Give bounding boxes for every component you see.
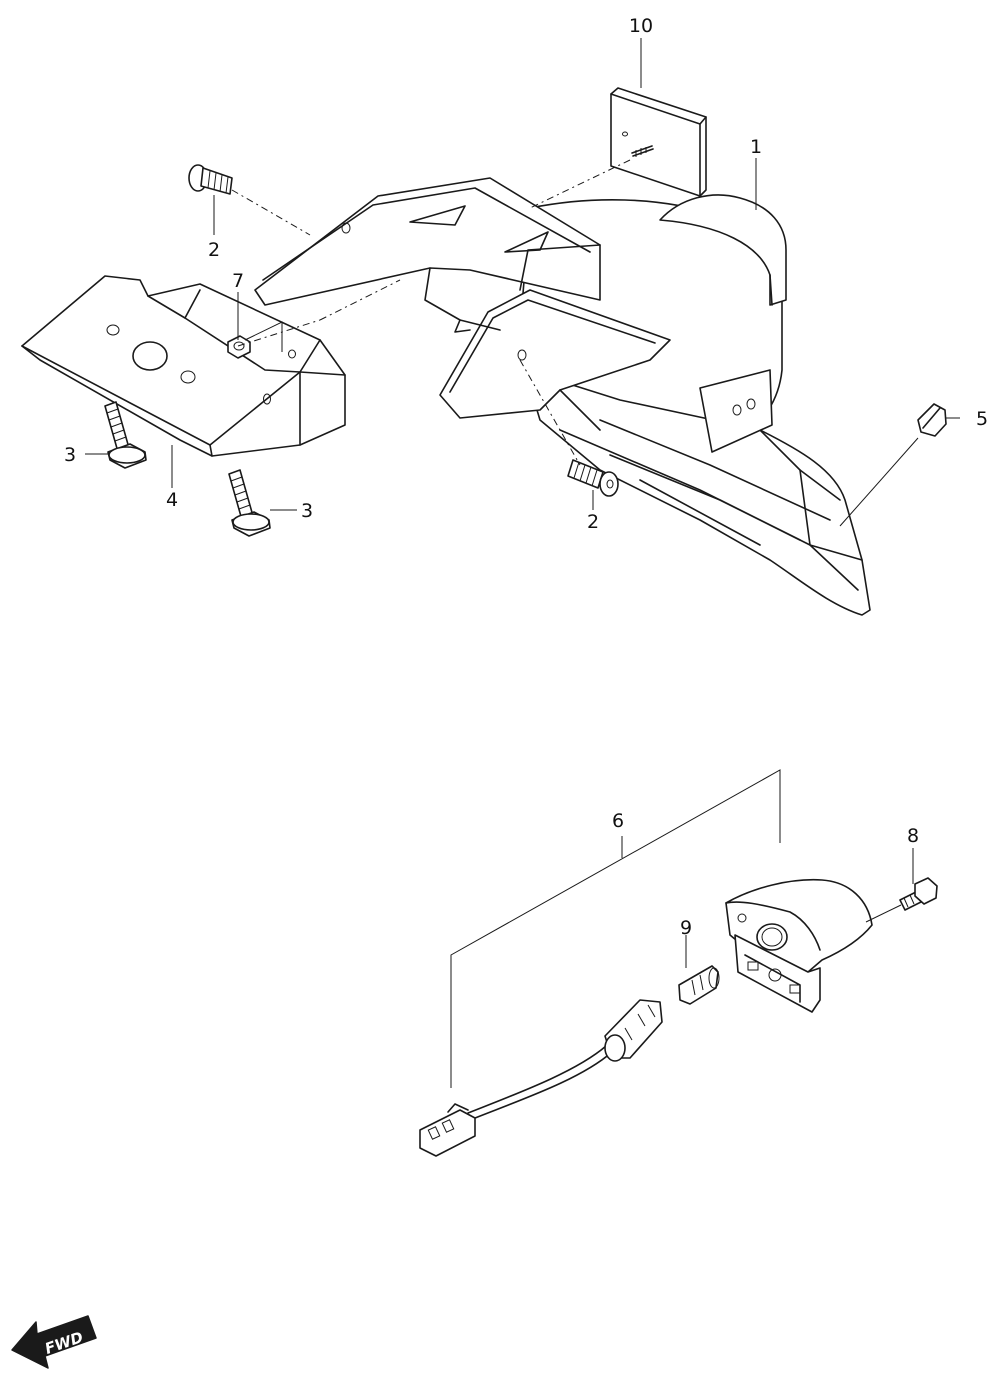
part-10-reflector [610, 87, 707, 197]
callout-1: 1 [750, 136, 762, 158]
fwd-direction-badge: FWD [11, 1315, 97, 1369]
part-3-bolt-left [104, 401, 147, 469]
callout-3-right: 3 [301, 500, 313, 522]
callout-5: 5 [976, 408, 988, 430]
callout-10: 10 [629, 15, 653, 37]
part-6-lamp-housing [725, 878, 873, 1013]
arrow-left-icon [11, 1315, 97, 1369]
part-2-screw-bottom [567, 459, 619, 497]
leader-lines [85, 38, 960, 1088]
callout-9: 9 [680, 917, 692, 939]
part-1-rear-fender [254, 177, 871, 616]
part-8-screw [899, 877, 938, 911]
callout-7: 7 [232, 270, 244, 292]
callout-2-top: 2 [208, 239, 220, 261]
part-5-cap [917, 403, 947, 437]
callout-8: 8 [907, 825, 919, 847]
part-9-bulb [678, 965, 720, 1005]
part-4-license-bracket [21, 275, 346, 457]
part-2-screw-top [188, 164, 233, 195]
callout-3-left: 3 [64, 444, 76, 466]
assembly-dash-lines [231, 159, 631, 466]
part-6-wire-harness [419, 999, 663, 1157]
part-3-bolt-right [228, 469, 271, 537]
callout-2-bottom: 2 [587, 511, 599, 533]
callout-4: 4 [166, 489, 178, 511]
callout-6: 6 [612, 810, 624, 832]
part-7-nut [227, 335, 251, 359]
